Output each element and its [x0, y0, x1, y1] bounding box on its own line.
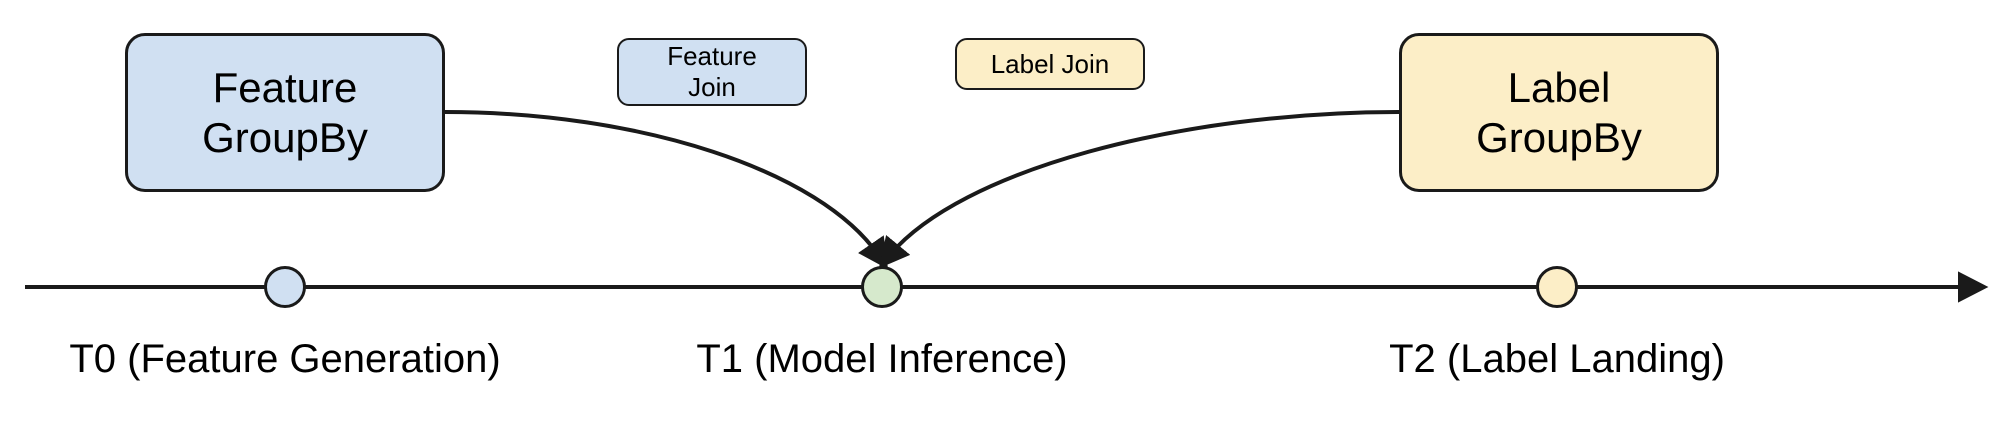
node-feature-groupby[interactable]: Feature GroupBy [125, 33, 445, 192]
node-label-join[interactable]: Label Join [955, 38, 1145, 90]
timeline-marker-t0[interactable] [264, 266, 306, 308]
feature-join-connector [444, 110, 889, 270]
timeline-label-t1: T1 (Model Inference) [696, 337, 1068, 381]
timeline-label-t0: T0 (Feature Generation) [69, 337, 501, 381]
node-feature-join[interactable]: Feature Join [617, 38, 807, 106]
node-label-groupby[interactable]: Label GroupBy [1399, 33, 1719, 192]
timeline-label-t2: T2 (Label Landing) [1389, 337, 1725, 381]
timeline-marker-t2[interactable] [1536, 266, 1578, 308]
timeline-marker-t1[interactable] [861, 266, 903, 308]
label-join-connector [878, 110, 1400, 269]
